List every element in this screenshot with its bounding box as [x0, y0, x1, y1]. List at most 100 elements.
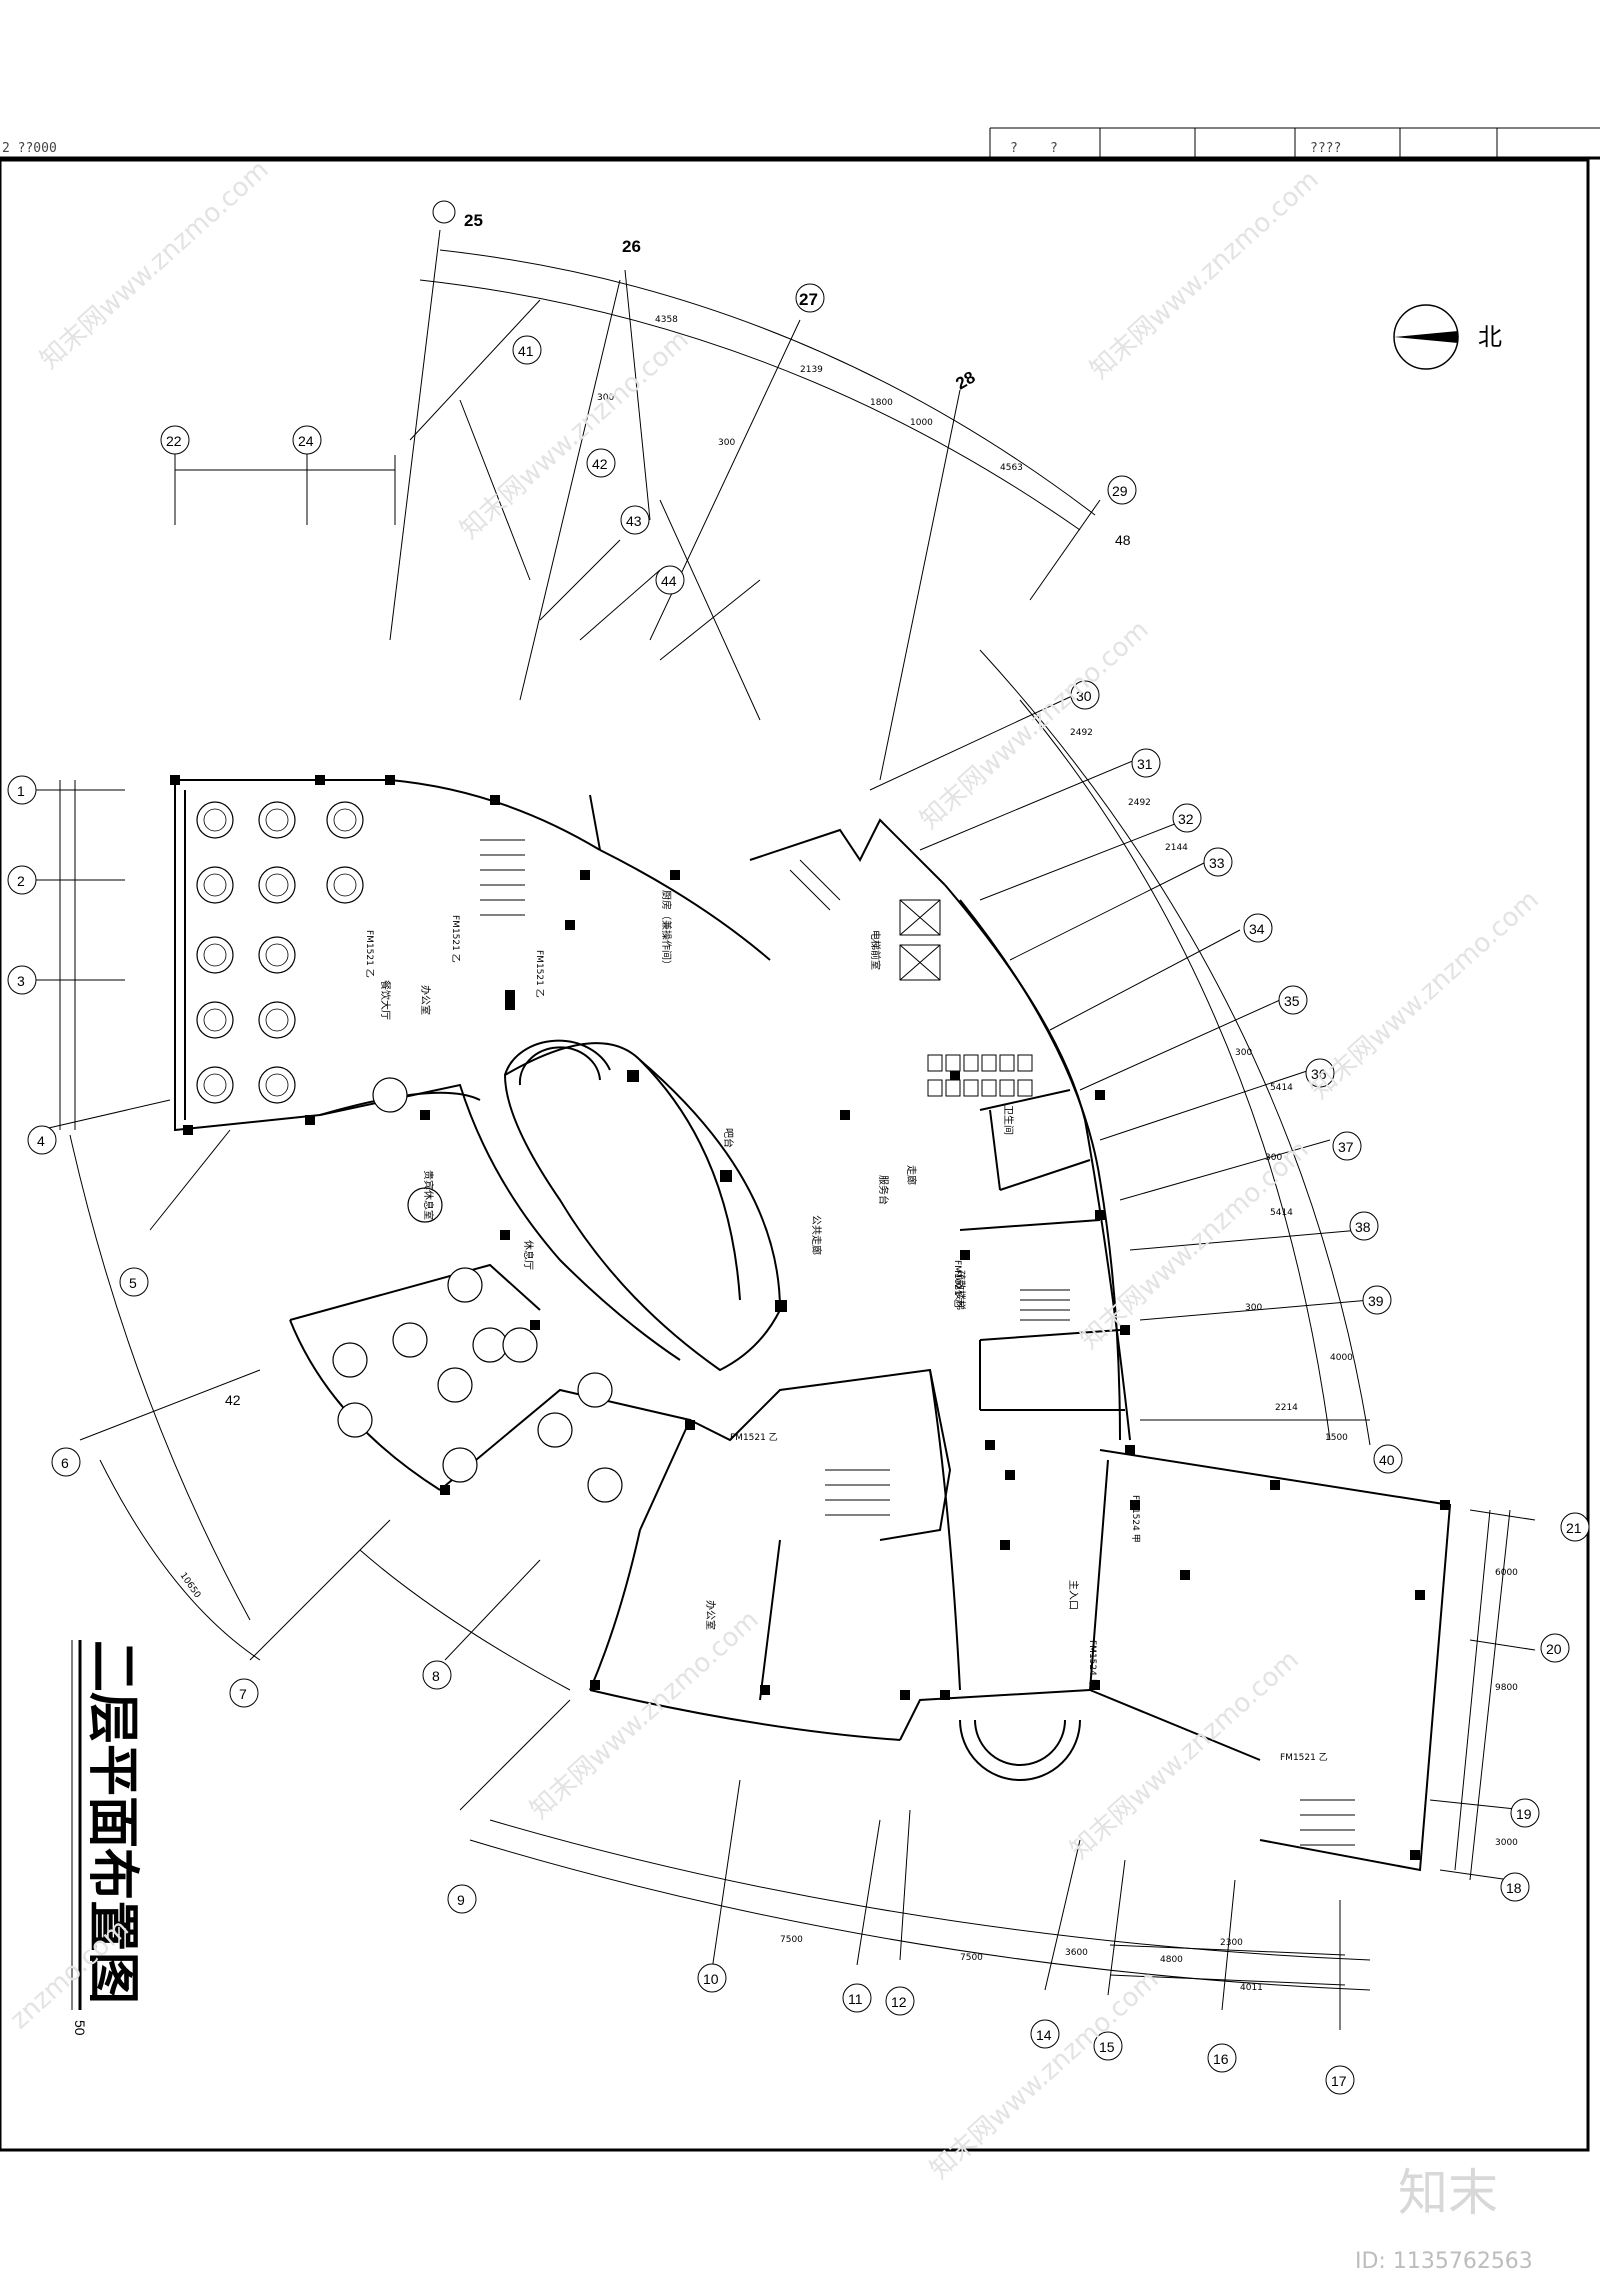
building-walls — [174, 779, 1452, 1872]
svg-text:30: 30 — [1076, 688, 1092, 704]
axis-bubble-4: 4 — [27, 1125, 57, 1155]
room-service: 服务台 — [877, 1175, 890, 1205]
axis-bubble-3: 3 — [7, 965, 37, 995]
svg-text:1: 1 — [17, 783, 25, 799]
dim-2144: 2144 — [1165, 843, 1188, 853]
dim-1800: 1800 — [870, 398, 893, 408]
door-tag-1: FM1521 乙 — [364, 930, 375, 978]
dim-300-c: 300 — [1235, 1048, 1252, 1058]
svg-text:34: 34 — [1249, 921, 1265, 937]
dim-4000: 4000 — [1330, 1353, 1353, 1363]
dim-300-b: 300 — [718, 438, 735, 448]
door-tag-3: FM1521 乙 — [534, 950, 545, 998]
header-cell-1: ? — [1010, 141, 1018, 156]
axis-bubble-25: 25 — [432, 200, 483, 230]
svg-text:35: 35 — [1284, 993, 1300, 1009]
dim-10650: 10650 — [178, 1571, 203, 1600]
axis-bubble-22: 22 — [160, 425, 190, 455]
dim-4011: 4011 — [1240, 1983, 1263, 1993]
svg-text:知末网www.znzmo.com: 知末网www.znzmo.com — [455, 325, 695, 545]
dim-2492-a: 2492 — [1070, 728, 1093, 738]
axis-bubble-8: 8 — [422, 1660, 452, 1690]
axis-bubble-11: 11 — [842, 1983, 872, 2013]
door-tag-4: FM1521 乙 — [730, 1432, 778, 1443]
svg-text:48: 48 — [1115, 532, 1131, 548]
axis-bubble-6: 6 — [51, 1447, 81, 1477]
axis-bubble-35: 35 — [1278, 985, 1308, 1015]
svg-text:知末网www.znzmo.com: 知末网www.znzmo.com — [1085, 165, 1325, 385]
drawing-title-text: 二层平面布置图 — [82, 1640, 143, 2004]
svg-text:知末网www.znzmo.com: 知末网www.znzmo.com — [35, 155, 275, 375]
banquet-tables — [196, 801, 623, 1503]
svg-text:31: 31 — [1137, 756, 1153, 772]
axis-bubble-5: 5 — [119, 1267, 149, 1297]
brand-logo-text: 知末 — [1398, 2164, 1498, 2222]
dim-2300: 2300 — [1220, 1938, 1243, 1948]
svg-text:7: 7 — [239, 1686, 247, 1702]
room-vip: 贵宾休息室 — [422, 1170, 435, 1220]
svg-text:9: 9 — [457, 1892, 465, 1908]
dim-1500: 1500 — [1325, 1433, 1348, 1443]
axis-bubble-39: 39 — [1362, 1285, 1392, 1315]
svg-text:18: 18 — [1506, 1880, 1522, 1896]
dim-3600: 3600 — [1065, 1948, 1088, 1958]
axis-bubble-7: 7 — [229, 1678, 259, 1708]
svg-text:16: 16 — [1213, 2051, 1229, 2067]
right-axis-arcs — [869, 649, 1536, 1881]
room-elevator: 电梯前室 — [869, 930, 882, 970]
axis-bubble-21: 21 — [1560, 1512, 1590, 1542]
room-lobby: 休息厅 — [522, 1240, 535, 1270]
svg-text:8: 8 — [432, 1668, 440, 1684]
axis-bubble-1: 1 — [7, 775, 37, 805]
axis-bubble-29: 29 — [1107, 475, 1137, 505]
banquet-tables-inner — [203, 808, 357, 1097]
dim-2214: 2214 — [1275, 1403, 1298, 1413]
svg-text:10: 10 — [703, 1971, 719, 1987]
dim-7500-b: 7500 — [960, 1953, 983, 1963]
room-banquet: 餐饮大厅 — [379, 980, 392, 1020]
svg-text:20: 20 — [1546, 1641, 1562, 1657]
svg-text:41: 41 — [518, 343, 534, 359]
svg-text:3: 3 — [17, 973, 25, 989]
svg-text:15: 15 — [1099, 2039, 1115, 2055]
door-tag-7: FM1524 甲 — [1087, 1640, 1098, 1688]
room-entrance: 主入口 — [1067, 1580, 1079, 1610]
dim-1000: 1000 — [910, 418, 933, 428]
svg-text:知末网www.znzmo.com: 知末网www.znzmo.com — [1065, 1645, 1305, 1865]
axis-bubble-2: 2 — [7, 865, 37, 895]
axis-bubble-17: 17 — [1325, 2065, 1355, 2095]
svg-text:33: 33 — [1209, 855, 1225, 871]
dim-6000: 6000 — [1495, 1568, 1518, 1578]
watermarks: 知末网www.znzmo.com 知末网www.znzmo.com 知末网www… — [5, 155, 1545, 2274]
room-kitchen: 厨房（兼操作间） — [660, 890, 673, 970]
axis-bubble-24: 24 — [292, 425, 322, 455]
svg-text:2: 2 — [17, 873, 25, 889]
dim-2139: 2139 — [800, 365, 823, 375]
svg-text:29: 29 — [1112, 483, 1128, 499]
dim-300-e: 300 — [1245, 1303, 1262, 1313]
svg-text:11: 11 — [848, 1991, 863, 2007]
svg-text:5: 5 — [129, 1275, 137, 1291]
axis-bubble-30: 30 — [1070, 680, 1100, 710]
room-bar: 吧台 — [722, 1128, 735, 1148]
axis-bubble-12: 12 — [885, 1986, 915, 2016]
svg-text:32: 32 — [1178, 811, 1194, 827]
svg-text:知末网www.znzmo.com: 知末网www.znzmo.com — [925, 1965, 1165, 2185]
dim-300-d: 300 — [1265, 1153, 1282, 1163]
axis-bubble-43: 43 — [620, 505, 650, 535]
svg-text:27: 27 — [799, 290, 818, 309]
bottom-axis-lines — [469, 1779, 1371, 2030]
svg-text:26: 26 — [622, 237, 641, 256]
drawing-title: 二层平面布置图 50 — [71, 1640, 143, 2036]
svg-text:6: 6 — [61, 1455, 69, 1471]
axis-bubble-48: 48 — [1115, 532, 1131, 548]
axis-bubble-38: 38 — [1349, 1211, 1379, 1241]
axis-label-42-left: 42 — [225, 1392, 241, 1408]
axis-bubble-31: 31 — [1131, 748, 1161, 778]
svg-text:24: 24 — [298, 433, 314, 449]
svg-text:14: 14 — [1036, 2027, 1052, 2043]
room-labels: 办公室 办公室 餐饮大厅 厨房（兼操作间） 贵宾休息室 休息厅 吧台 公共走廊 … — [379, 890, 1079, 1630]
axis-bubble-28: 28 — [953, 368, 979, 394]
axis-bubble-14: 14 — [1030, 2019, 1060, 2049]
svg-text:25: 25 — [464, 211, 483, 230]
